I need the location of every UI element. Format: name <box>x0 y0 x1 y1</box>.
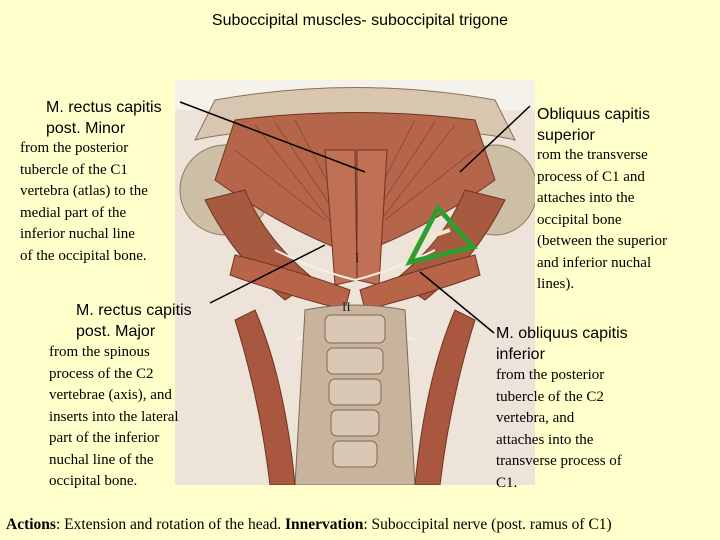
ocs-name-label: Obliquus capitis superior <box>537 106 650 144</box>
page-title: Suboccipital muscles- suboccipital trigo… <box>211 12 509 29</box>
vertebra-c2-numeral: II <box>342 299 351 314</box>
actions-text: : Extension and rotation of the head. <box>55 516 285 533</box>
ocs-description: rom the transverse process of C1 and att… <box>537 147 667 292</box>
suboccipital-muscles-illustration <box>175 80 535 485</box>
rcpm-name-label: M. rectus capitis post. Minor <box>46 99 162 137</box>
oci-description: from the posterior tubercle of the C2 ve… <box>496 367 622 491</box>
rcpmaj-name-label: M. rectus capitis post. Major <box>76 302 192 340</box>
vertebra-c1-numeral: I <box>355 250 360 265</box>
rcpm-description: from the posterior tubercle of the C1 ve… <box>20 140 148 264</box>
rcpmaj-description: from the spinous process of the C2 verte… <box>49 344 179 489</box>
footer-actions-innervation: Actions: Extension and rotation of the h… <box>6 516 612 534</box>
innervation-label: Innervation <box>284 516 364 533</box>
innervation-text: : Suboccipital nerve (post. ramus of C1) <box>363 516 612 533</box>
oci-name-label: M. obliquus capitis inferior <box>496 325 628 363</box>
actions-label: Actions <box>6 516 56 533</box>
